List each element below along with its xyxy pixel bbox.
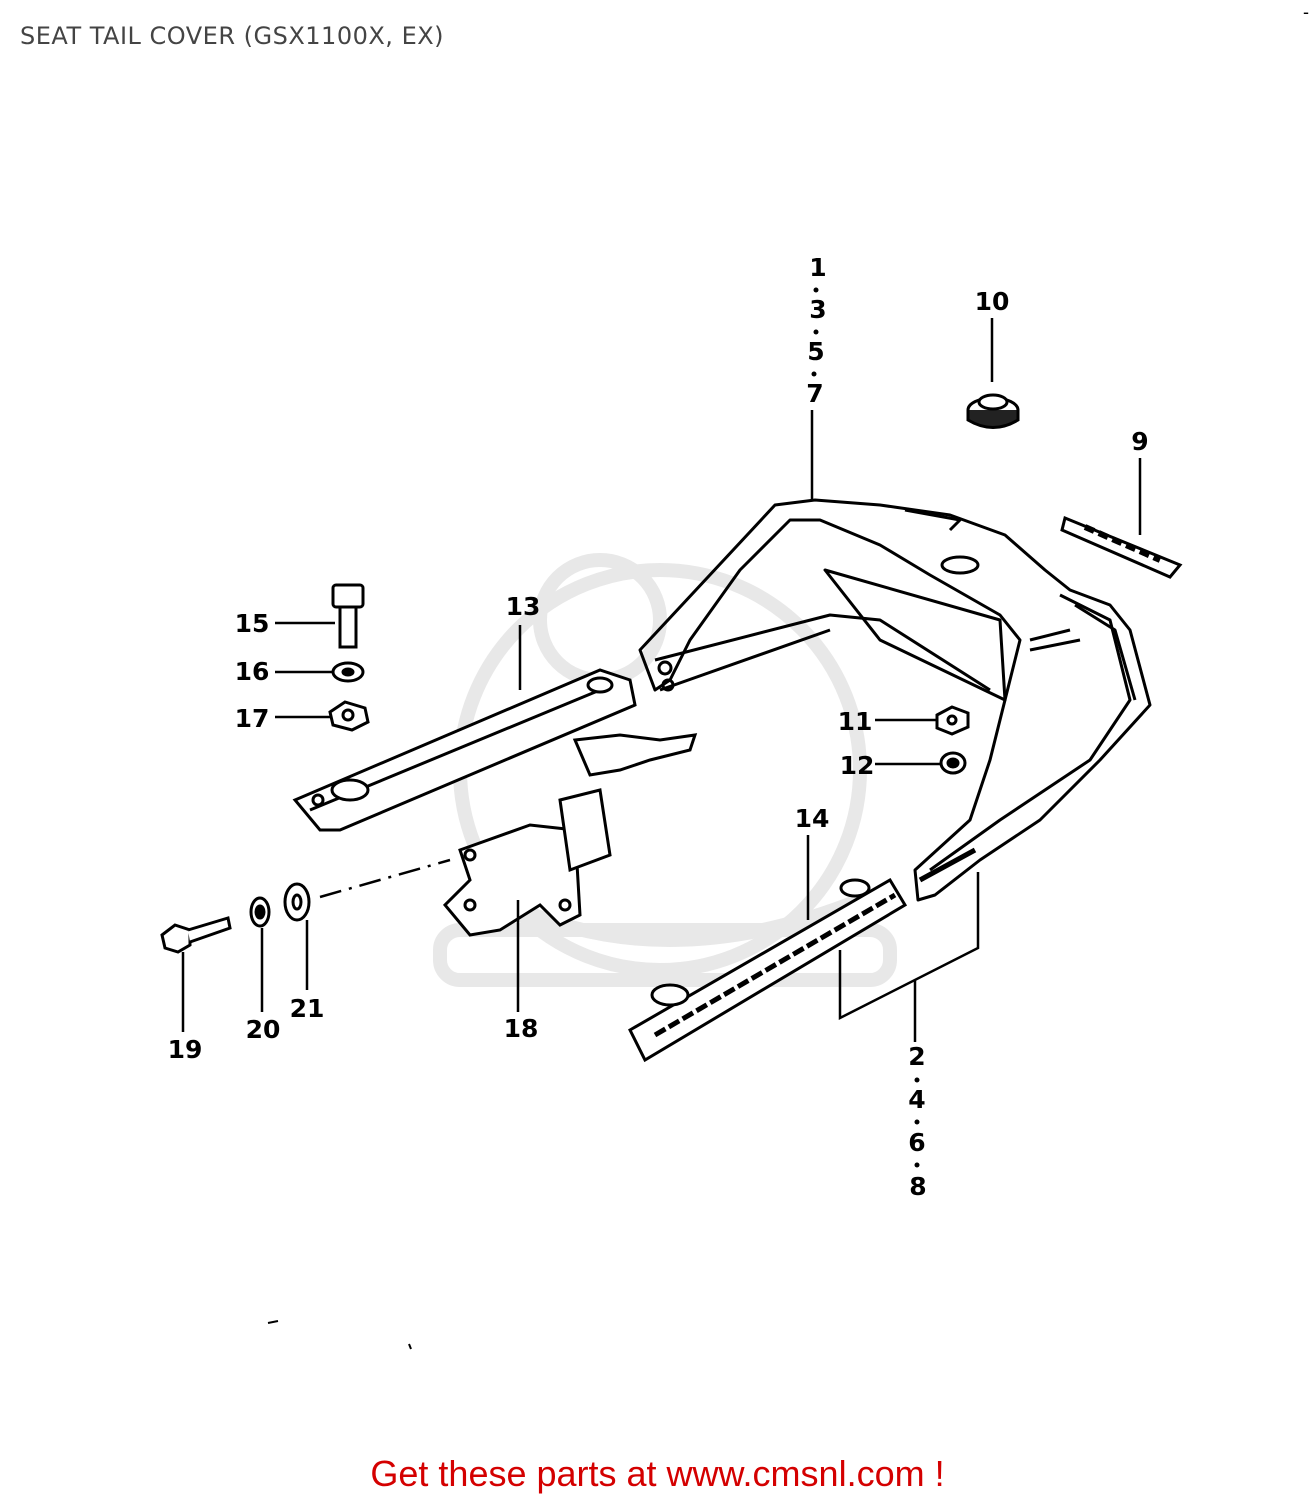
nut-11-part: [935, 705, 970, 736]
washer-21-part: [283, 882, 311, 922]
corner-mark: -: [1303, 2, 1309, 22]
callout-11: 11: [838, 707, 873, 736]
promo-link[interactable]: Get these parts at www.cmsnl.com !: [370, 1453, 945, 1494]
callout-16: 16: [235, 657, 270, 686]
callout-13: 13: [506, 592, 541, 621]
callout-3: 3: [809, 295, 826, 324]
callout-4: 4: [908, 1085, 925, 1114]
callout-6: 6: [908, 1128, 925, 1157]
callout-9: 9: [1131, 427, 1148, 456]
bolt-15-part: [331, 583, 365, 649]
callout-20: 20: [246, 1015, 281, 1044]
scan-marks: [267, 1320, 412, 1350]
callout-2: 2: [908, 1042, 925, 1071]
nut-17-part: [328, 700, 370, 732]
rubber-cushion-part: [966, 393, 1020, 429]
callout-10: 10: [975, 287, 1010, 316]
callout-12: 12: [840, 751, 875, 780]
callout-18: 18: [504, 1014, 539, 1043]
callout-5: 5: [807, 337, 824, 366]
emblem-part: [1060, 515, 1183, 579]
callout-14: 14: [795, 804, 830, 833]
washer-20-part: [249, 896, 271, 928]
seat-tail-cover: [638, 498, 1152, 902]
callout-7: 7: [806, 379, 823, 408]
callout-21: 21: [290, 994, 325, 1023]
seat-lock-part: [442, 733, 698, 937]
callout-8: 8: [909, 1172, 926, 1201]
page-title: SEAT TAIL COVER (GSX1100X, EX): [20, 22, 445, 50]
washer-12-part: [939, 751, 967, 775]
washer-16-part: [331, 661, 365, 683]
bolt-19-part: [160, 916, 232, 954]
callout-1: 1: [809, 253, 826, 282]
callout-labels: 1 3 5 7 10 9 15 16 17 13 11 12 14 19 20 …: [168, 253, 1149, 1201]
right-rail-part: [628, 877, 908, 1063]
callout-15: 15: [235, 609, 270, 638]
callout-17: 17: [235, 704, 270, 733]
leader-lines: [181, 318, 1142, 1042]
callout-19: 19: [168, 1035, 203, 1064]
left-rail-part: [292, 668, 637, 832]
